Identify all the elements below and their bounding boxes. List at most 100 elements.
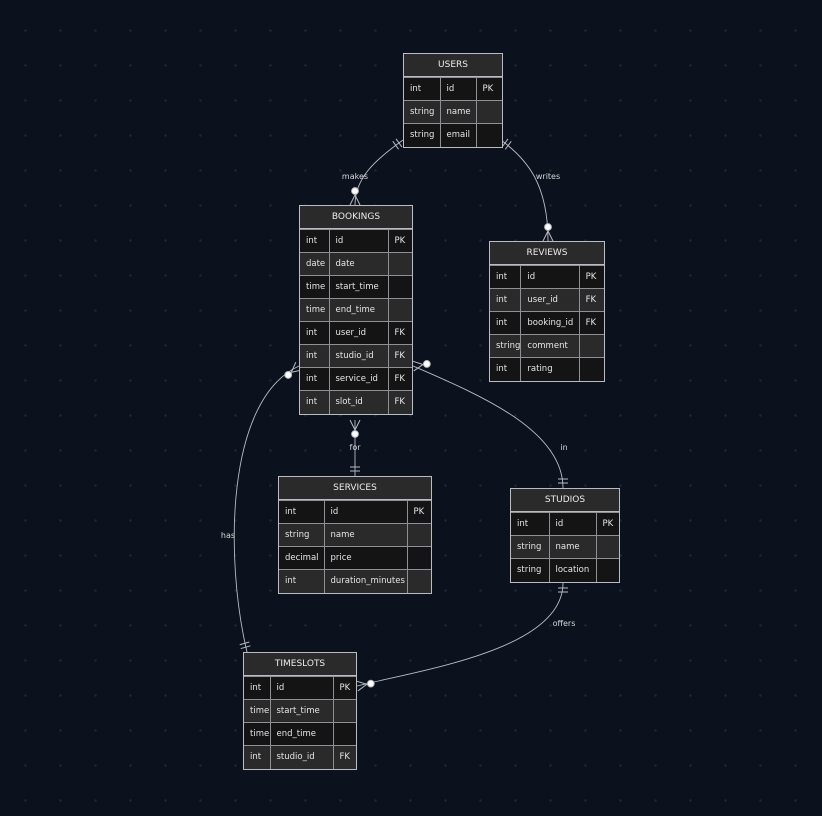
attribute-name: user_id: [328, 321, 388, 345]
one-marker: [501, 138, 509, 148]
attribute-name: date: [328, 252, 388, 276]
attribute-key: [387, 298, 412, 322]
attribute-type: date: [300, 252, 329, 276]
one-marker: [239, 641, 250, 646]
attribute-type: string: [404, 100, 440, 124]
attribute-key: [406, 569, 431, 593]
attribute-type: int: [490, 357, 521, 381]
entity-title: BOOKINGS: [300, 206, 412, 229]
attribute-key: FK: [387, 390, 412, 414]
edge-label-has: has: [221, 531, 235, 540]
attribute-type: time: [300, 275, 329, 299]
attribute-name: studio_id: [328, 344, 388, 368]
attribute-name: email: [439, 123, 476, 147]
crowfoot-marker: [357, 683, 368, 692]
attribute-type: int: [490, 288, 521, 312]
attribute-key: [578, 334, 604, 358]
zero-marker: [351, 430, 359, 438]
crowfoot-marker: [349, 419, 356, 431]
edge-label-for: for: [350, 443, 362, 452]
zero-marker: [544, 223, 552, 231]
attribute-name: booking_id: [520, 311, 580, 335]
attribute-key: FK: [387, 367, 412, 391]
edge-label-in: in: [560, 443, 567, 452]
one-marker: [392, 140, 399, 150]
attribute-name: studio_id: [269, 745, 333, 769]
crowfoot-marker: [354, 419, 361, 431]
attribute-key: [578, 357, 604, 381]
crowfoot-marker: [290, 361, 297, 373]
attribute-key: PK: [332, 676, 356, 700]
attribute-name: id: [323, 500, 407, 524]
entity-title: SERVICES: [279, 477, 431, 500]
attribute-type: string: [490, 334, 521, 358]
crowfoot-marker: [547, 230, 554, 242]
attribute-name: name: [439, 100, 476, 124]
crowfoot-marker: [349, 194, 356, 206]
attribute-name: start_time: [328, 275, 388, 299]
entity-title: USERS: [404, 54, 502, 77]
attribute-name: name: [323, 523, 407, 547]
attribute-type: int: [244, 745, 270, 769]
attribute-name: price: [323, 546, 407, 570]
attribute-type: string: [279, 523, 324, 547]
attribute-type: decimal: [279, 546, 324, 570]
attribute-type: string: [511, 535, 549, 559]
zero-marker: [351, 187, 359, 195]
attribute-name: id: [269, 676, 333, 700]
attribute-key: [595, 558, 619, 582]
attribute-key: [406, 546, 431, 570]
edge-offers: [356, 582, 564, 687]
attribute-key: [475, 123, 502, 147]
zero-marker: [284, 371, 293, 379]
attribute-type: int: [300, 344, 329, 368]
crowfoot-marker: [355, 680, 367, 685]
crowfoot-marker: [542, 230, 549, 242]
attribute-name: rating: [520, 357, 580, 381]
attribute-name: comment: [520, 334, 580, 358]
attribute-key: PK: [475, 77, 502, 101]
attribute-key: FK: [387, 321, 412, 345]
attribute-name: id: [520, 265, 580, 289]
attribute-type: int: [490, 311, 521, 335]
attribute-key: [406, 523, 431, 547]
crowfoot-marker: [354, 194, 361, 206]
zero-marker: [422, 360, 431, 368]
attribute-name: duration_minutes: [323, 569, 407, 593]
attribute-name: id: [328, 229, 388, 253]
attribute-key: FK: [332, 745, 356, 769]
attribute-type: time: [300, 298, 329, 322]
attribute-key: PK: [578, 265, 604, 289]
attribute-type: int: [244, 676, 270, 700]
attribute-type: string: [511, 558, 549, 582]
edge-label-makes: makes: [342, 172, 368, 181]
